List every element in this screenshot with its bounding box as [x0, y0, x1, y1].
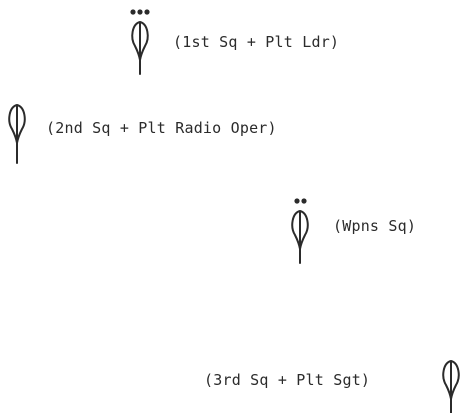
squad-3-symbol-svg — [291, 198, 309, 264]
squad-2-symbol-svg — [8, 104, 26, 164]
rank-dot-icon — [301, 198, 307, 204]
rank-dot-icon — [137, 9, 143, 15]
squad-4-label: (3rd Sq + Plt Sgt) — [204, 371, 371, 389]
squad-formation-icon — [440, 359, 464, 413]
rank-dot-icon — [294, 198, 300, 204]
squad-4-symbol-svg — [442, 360, 460, 413]
squad-formation-icon — [128, 8, 158, 78]
squad-formation-icon — [288, 197, 318, 267]
squad-formation-icon — [6, 103, 30, 167]
squad-1-symbol-svg — [130, 9, 150, 75]
rank-dot-icon — [144, 9, 150, 15]
squad-3-label: (Wpns Sq) — [333, 217, 417, 235]
rank-dot-icon — [130, 9, 136, 15]
squad-2-label: (2nd Sq + Plt Radio Oper) — [46, 119, 277, 137]
squad-1-label: (1st Sq + Plt Ldr) — [173, 33, 340, 51]
